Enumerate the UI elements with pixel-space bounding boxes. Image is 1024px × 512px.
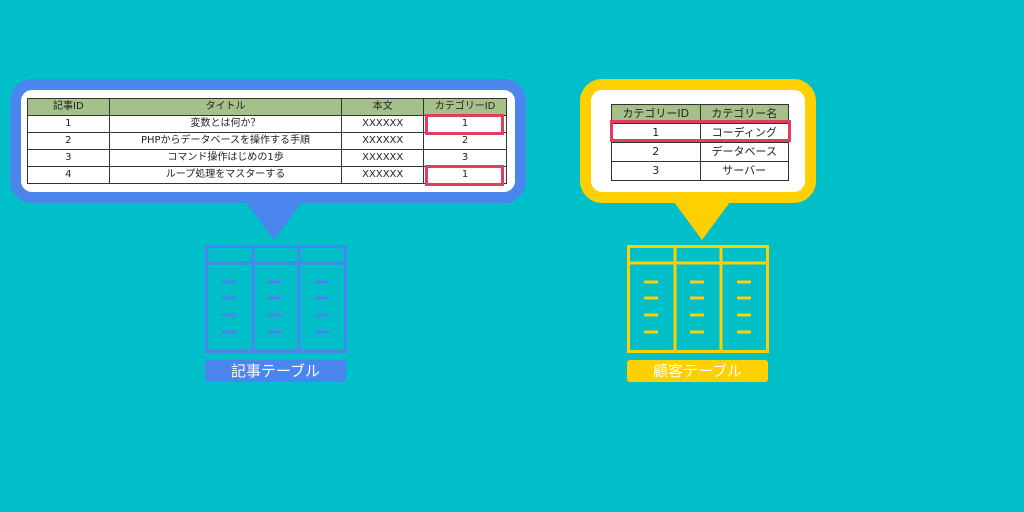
cell-title: ループ処理をマスターする bbox=[108, 166, 343, 184]
cell-body: XXXXXX bbox=[341, 149, 425, 167]
cell-body: XXXXXX bbox=[341, 115, 425, 133]
highlight-category-row-1 bbox=[425, 114, 504, 135]
table-header-row: 記事ID タイトル 本文 カテゴリーID bbox=[27, 98, 507, 116]
table-row: 2 PHPからデータベースを操作する手順 XXXXXX 2 bbox=[27, 132, 507, 150]
table-icon-articles bbox=[205, 245, 347, 353]
cell-category-id: 3 bbox=[611, 161, 701, 181]
table-row: 1 変数とは何か？ XXXXXX 1 bbox=[27, 115, 507, 133]
table-row: 3 サーバー bbox=[611, 161, 789, 181]
table-header-row: カテゴリーID カテゴリー名 bbox=[611, 104, 789, 124]
cell-title: コマンド操作はじめの1歩 bbox=[108, 149, 343, 167]
articles-bubble-tail bbox=[246, 202, 302, 240]
cell-article-id: 2 bbox=[27, 132, 110, 150]
cell-body: XXXXXX bbox=[341, 132, 425, 150]
header-title: タイトル bbox=[108, 98, 343, 116]
table-icon-categories bbox=[627, 245, 769, 353]
table-row: 3 コマンド操作はじめの1歩 XXXXXX 3 bbox=[27, 149, 507, 167]
cell-category-id: 2 bbox=[423, 132, 507, 150]
cell-body: XXXXXX bbox=[341, 166, 425, 184]
highlight-category-row-coding bbox=[610, 120, 791, 142]
cell-category-id: 3 bbox=[423, 149, 507, 167]
cell-article-id: 3 bbox=[27, 149, 110, 167]
header-article-id: 記事ID bbox=[27, 98, 110, 116]
cell-title: 変数とは何か？ bbox=[108, 115, 343, 133]
articles-table-caption: 記事テーブル bbox=[205, 360, 346, 382]
articles-table: 記事ID タイトル 本文 カテゴリーID 1 変数とは何か？ XXXXXX 1 … bbox=[27, 98, 507, 184]
header-category-id: カテゴリーID bbox=[423, 98, 507, 116]
categories-table: カテゴリーID カテゴリー名 1 コーディング 2 データベース 3 サーバー bbox=[611, 104, 789, 181]
cell-category-name: データベース bbox=[699, 142, 789, 162]
cell-category-name: サーバー bbox=[699, 161, 789, 181]
categories-bubble-tail bbox=[674, 202, 730, 240]
table-row: 2 データベース bbox=[611, 142, 789, 162]
cell-category-id: 2 bbox=[611, 142, 701, 162]
cell-article-id: 1 bbox=[27, 115, 110, 133]
header-category-id: カテゴリーID bbox=[611, 104, 701, 124]
categories-table-caption: 顧客テーブル bbox=[627, 360, 768, 382]
cell-article-id: 4 bbox=[27, 166, 110, 184]
cell-title: PHPからデータベースを操作する手順 bbox=[108, 132, 343, 150]
header-category-name: カテゴリー名 bbox=[699, 104, 789, 124]
highlight-category-row-4 bbox=[425, 165, 504, 186]
header-body: 本文 bbox=[341, 98, 425, 116]
